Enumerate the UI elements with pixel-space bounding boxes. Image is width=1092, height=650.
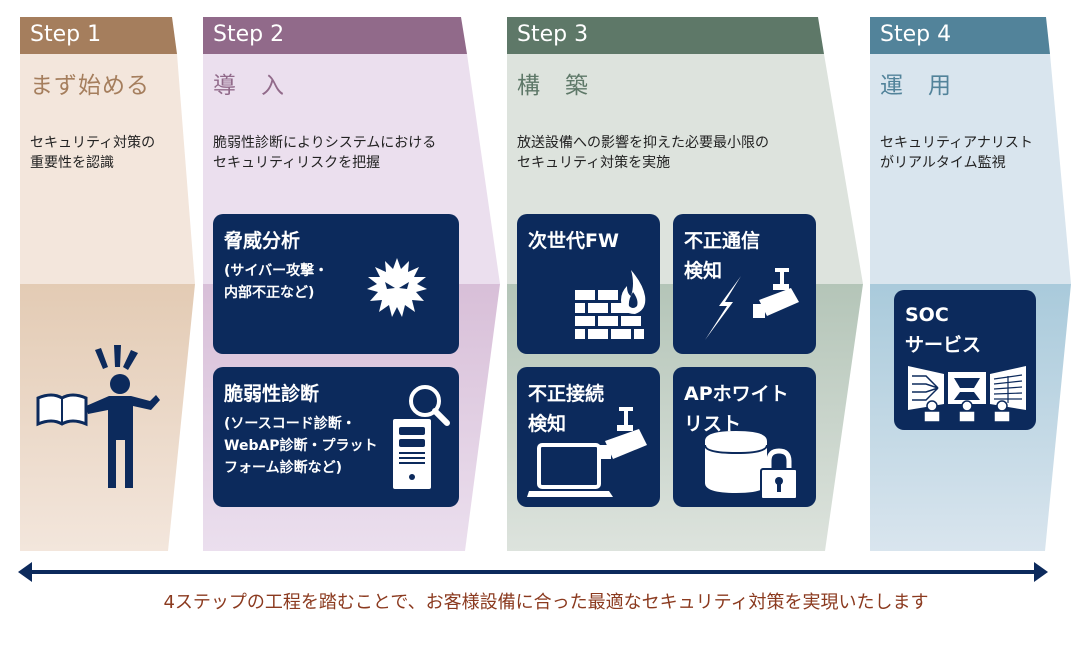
step4-label: Step 4 <box>880 22 952 47</box>
soc-monitors-icon <box>908 366 1026 422</box>
card-title: 脅威分析 <box>224 230 301 252</box>
card-vulnerability-assessment: 脆弱性診断 (ソースコード診断・ WebAP診断・プラット フォーム診断など) <box>213 367 459 507</box>
step1-description: セキュリティ対策の 重要性を認識 <box>30 135 156 171</box>
firewall-icon <box>575 270 646 339</box>
step4-top <box>870 54 1071 284</box>
step3-description: 放送設備への影響を抑えた必要最小限の セキュリティ対策を実施 <box>517 135 769 171</box>
card-threat-analysis: 脅威分析 (サイバー攻撃・ 内部不正など) <box>213 214 459 354</box>
card-subtitle: (ソースコード診断・ WebAP診断・プラット フォーム診断など) <box>224 416 378 476</box>
card-title: 不正通信 検知 <box>684 230 761 282</box>
card-title: APホワイト リスト <box>684 383 789 435</box>
card-subtitle: (サイバー攻撃・ 内部不正など) <box>224 263 329 301</box>
step2-phase: 導 入 <box>213 73 285 99</box>
step1-top <box>20 54 195 284</box>
card-intrusion-detection: 不正通信 検知 <box>673 214 816 354</box>
database-lock-icon <box>704 431 798 500</box>
step1-bottom <box>20 284 195 551</box>
step4-description: セキュリティアナリスト がリアルタイム監視 <box>880 135 1033 171</box>
step4-phase: 運 用 <box>880 73 952 99</box>
card-soc-service: SOC サービス <box>894 290 1036 430</box>
step2-header <box>203 17 467 54</box>
step1-phase: まず始める <box>30 73 150 99</box>
person-reading-book-icon <box>36 345 160 488</box>
card-unauthorized-connection: 不正接続 検知 <box>517 367 660 507</box>
card-ap-whitelist: APホワイト リスト <box>673 367 816 507</box>
lightning-camera-icon <box>705 268 799 340</box>
footer-message: 4ステップの工程を踏むことで、お客様設備に合った最適なセキュリティ対策を実現いた… <box>163 592 929 613</box>
step4-header <box>870 17 1050 54</box>
card-title: 次世代FW <box>528 230 619 252</box>
step2-description: 脆弱性診断によりシステムにおける セキュリティリスクを把握 <box>213 135 437 171</box>
card-title: 脆弱性診断 <box>224 383 320 405</box>
step2-label: Step 2 <box>213 22 285 47</box>
step1-label: Step 1 <box>30 22 102 47</box>
virus-icon <box>367 258 427 317</box>
double-arrow-icon <box>18 562 1048 582</box>
step3-phase: 構 築 <box>517 73 589 99</box>
card-next-gen-firewall: 次世代FW <box>517 214 660 354</box>
laptop-camera-icon <box>527 407 647 497</box>
step3-label: Step 3 <box>517 22 589 47</box>
card-title: 不正接続 検知 <box>528 383 605 435</box>
step1-header <box>20 17 177 54</box>
step3-header <box>507 17 824 54</box>
magnifier-server-icon <box>393 385 450 489</box>
card-title: SOC サービス <box>905 304 982 356</box>
